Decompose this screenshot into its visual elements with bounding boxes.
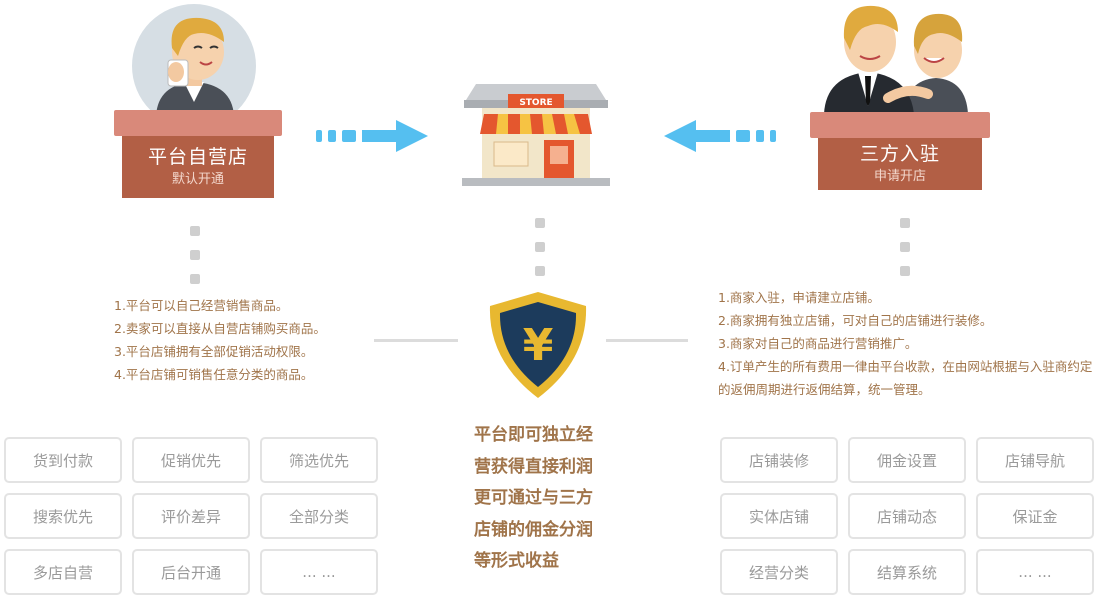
self-run-counter: 平台自营店 默认开通 [122,136,274,198]
description-line: 更可通过与三方 [474,488,593,508]
self-run-counter-top [114,110,282,136]
third-party-title: 三方入驻 [859,143,940,165]
list-item: 4.平台店铺可销售任意分类的商品。 [114,367,314,382]
feature-tag: 店铺导航 [976,437,1094,483]
third-party-rules-list: 1.商家入驻，申请建立店铺。 2.商家拥有独立店铺，可对自己的店铺进行装修。 3… [718,286,1096,401]
feature-tag: 筛选优先 [260,437,378,483]
list-item: 2.卖家可以直接从自营店铺购买商品。 [114,321,326,336]
feature-tag: 店铺动态 [848,493,966,539]
feature-tag: 佣金设置 [848,437,966,483]
feature-tag: 店铺装修 [720,437,838,483]
feature-tag: 结算系统 [848,549,966,595]
feature-tag: 保证金 [976,493,1094,539]
list-item: 4.订单产生的所有费用一律由平台收款，在由网站根据与入驻商约定的返佣周期进行返佣… [718,359,1093,397]
list-item: 3.商家对自己的商品进行营销推广。 [718,336,918,351]
feature-tag: 搜索优先 [4,493,122,539]
right-divider [606,339,688,342]
left-dotted-connector [190,226,200,284]
self-run-rules-list: 1.平台可以自己经营销售商品。 2.卖家可以直接从自营店铺购买商品。 3.平台店… [114,294,326,386]
third-party-counter-top [810,112,990,138]
feature-tag: 全部分类 [260,493,378,539]
third-party-feature-grid: 店铺装修 佣金设置 店铺导航 实体店铺 店铺动态 保证金 经营分类 结算系统 .… [720,437,1094,595]
list-item: 3.平台店铺拥有全部促销活动权限。 [114,344,314,359]
feature-tag: ... ... [260,549,378,595]
feature-tag: 实体店铺 [720,493,838,539]
feature-tag: 多店自营 [4,549,122,595]
self-run-store-title: 平台自营店 [147,146,248,168]
description-line: 平台即可独立经 [474,425,593,445]
feature-tag: 促销优先 [132,437,250,483]
description-line: 店铺的佣金分润 [474,519,593,540]
list-item: 1.平台可以自己经营销售商品。 [114,298,289,313]
self-run-store-subtitle: 默认开通 [171,172,224,187]
platform-revenue-description: 平台即可独立经 营获得直接利润 更可通过与三方 店铺的佣金分润 等形式收益 [474,420,593,578]
businessmen-icon [824,5,968,114]
arrow-left-icon [664,120,776,152]
store-sign-text: STORE [519,98,552,108]
yuan-shield-icon: ¥ [489,292,587,398]
list-item: 1.商家入驻，申请建立店铺。 [718,290,880,305]
description-line: 营获得直接利润 [474,456,593,477]
center-dotted-connector [535,218,545,276]
left-divider [374,339,458,342]
description-line: 等形式收益 [474,551,559,571]
storefront-icon: STORE [462,84,610,186]
yuan-symbol: ¥ [523,320,554,371]
self-run-feature-grid: 货到付款 促销优先 筛选优先 搜索优先 评价差异 全部分类 多店自营 后台开通 … [4,437,378,595]
third-party-counter: 三方入驻 申请开店 [818,138,982,190]
feature-tag: 货到付款 [4,437,122,483]
list-item: 2.商家拥有独立店铺，可对自己的店铺进行装修。 [718,313,993,328]
feature-tag: ... ... [976,549,1094,595]
right-dotted-connector [900,218,910,276]
third-party-subtitle: 申请开店 [873,169,926,184]
person-phone-icon [132,4,256,116]
feature-tag: 评价差异 [132,493,250,539]
arrow-right-icon [316,120,428,152]
feature-tag: 后台开通 [132,549,250,595]
feature-tag: 经营分类 [720,549,838,595]
